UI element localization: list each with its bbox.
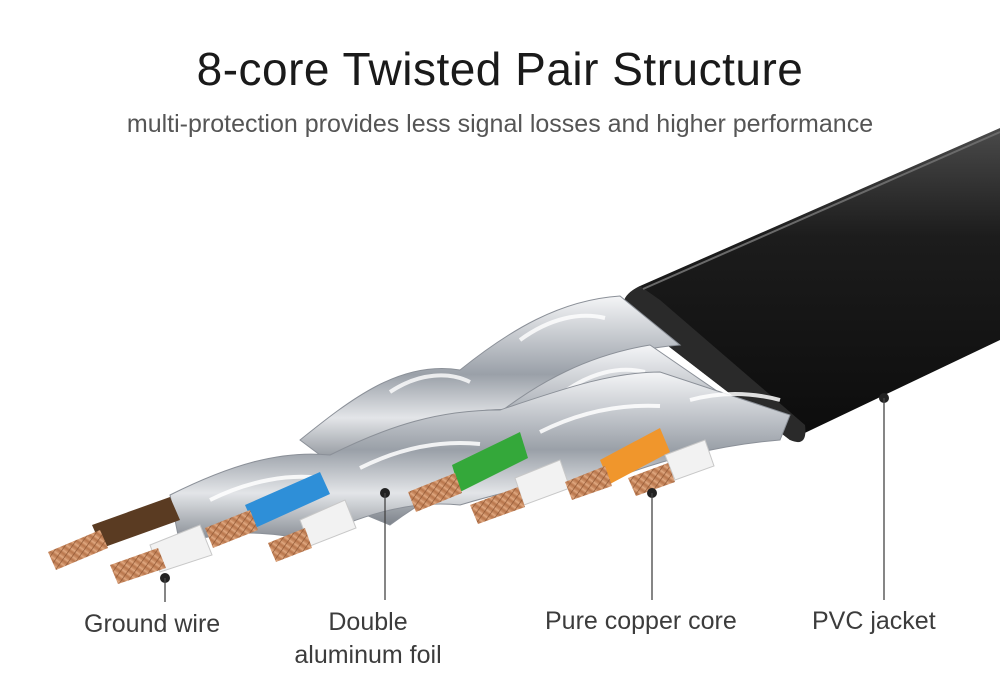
leader-pvc-jacket xyxy=(879,393,889,600)
label-foil-line1: Double xyxy=(328,608,408,636)
blue-pair-insulation xyxy=(245,472,330,528)
green-pair-insulation xyxy=(452,432,528,492)
label-pvc-jacket: PVC jacket xyxy=(812,607,936,635)
leader-copper-core xyxy=(647,488,657,600)
white-insulation xyxy=(149,439,715,573)
label-double-aluminum-foil: Double aluminum foil xyxy=(258,606,478,672)
copper-cores xyxy=(48,463,675,584)
label-foil-line2: aluminum foil xyxy=(294,641,442,669)
label-pure-copper-core: Pure copper core xyxy=(545,607,737,635)
diagram-title: 8-core Twisted Pair Structure xyxy=(196,43,804,95)
diagram-subtitle: multi-protection provides less signal lo… xyxy=(126,110,874,138)
label-ground-wire: Ground wire xyxy=(84,610,221,638)
leader-foil xyxy=(380,488,390,600)
orange-pair-insulation xyxy=(600,428,670,484)
leader-ground-wire xyxy=(160,573,170,602)
pvc-jacket xyxy=(623,128,1000,443)
brown-pair-insulation xyxy=(92,497,180,548)
